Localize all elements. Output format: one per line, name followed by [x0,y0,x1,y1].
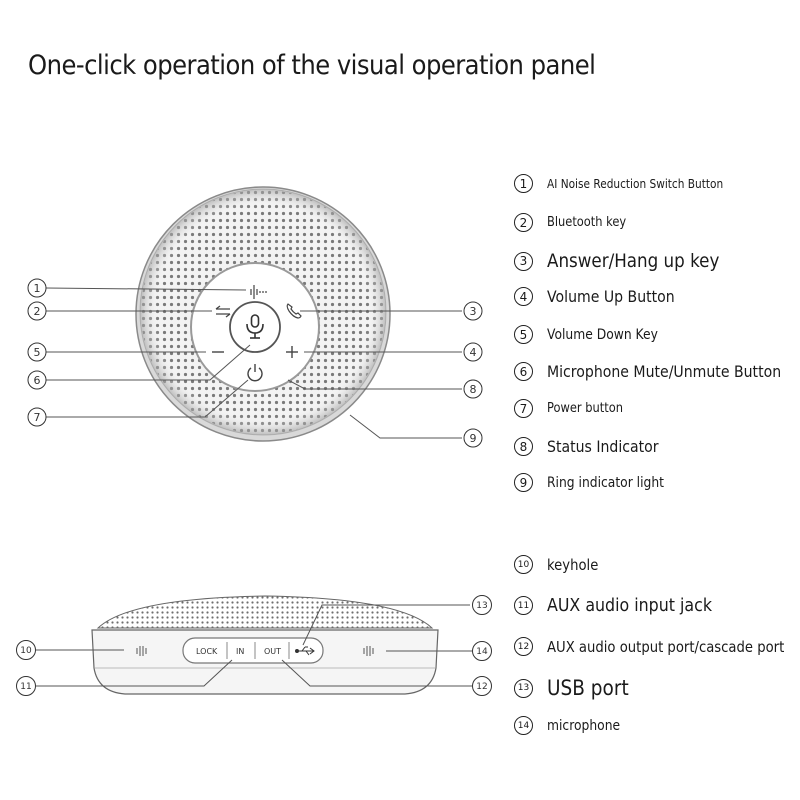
svg-text:9: 9 [470,432,477,445]
power-icon [247,364,263,382]
svg-text:5: 5 [34,346,41,359]
svg-text:7: 7 [34,411,41,424]
callout-14: 14 [472,641,492,661]
legend-item-8: 8 Status Indicator [514,437,674,456]
in-label: IN [236,647,244,656]
legend-badge: 11 [514,596,533,615]
legend-item-7: 7 Power button [514,399,633,418]
svg-text:12: 12 [476,682,487,692]
port-panel [182,637,324,664]
callout-6: 6 [27,370,47,390]
legend-badge: 3 [514,251,533,271]
callout-1: 1 [27,278,47,298]
legend-badge: 1 [514,174,533,193]
svg-text:6: 6 [34,374,41,387]
legend-item-13: 13 USB port [514,676,640,700]
callout-12: 12 [472,676,492,696]
page-title: One-click operation of the visual operat… [28,50,596,81]
bottom-leader-lines [36,604,472,687]
legend-badge: 13 [514,678,533,698]
legend-badge: 10 [514,555,533,574]
callout-10: 10 [16,640,36,660]
svg-text:11: 11 [20,682,31,692]
legend-badge: 5 [514,325,533,344]
microphone-icon [246,314,264,339]
legend-label: Volume Up Button [547,287,675,306]
svg-text:8: 8 [470,383,477,396]
out-label: OUT [264,647,281,656]
top-leader-lines [45,287,462,439]
svg-text:14: 14 [476,647,488,657]
legend-item-5: 5 Volume Down Key [514,325,673,344]
lock-label: LOCK [196,647,218,656]
legend-label: AUX audio output port/cascade port [547,637,785,656]
callout-4: 4 [463,342,483,362]
side-view: LOCK IN OUT [36,595,472,695]
legend-badge: 12 [514,637,533,656]
legend-badge: 14 [514,716,533,735]
legend-item-12: 12 AUX audio output port/cascade port [514,637,800,656]
legend-label: Status Indicator [547,437,659,456]
callout-9: 9 [463,428,483,448]
legend-label: Answer/Hang up key [547,250,720,272]
legend-badge: 6 [514,362,533,381]
svg-text:13: 13 [476,601,487,611]
legend-item-6: 6 Microphone Mute/Unmute Button [514,362,800,381]
legend-badge: 8 [514,437,533,456]
svg-text:10: 10 [20,646,32,656]
callout-2: 2 [27,301,47,321]
svg-text:2: 2 [34,305,41,318]
svg-text:3: 3 [470,305,477,318]
waveform-icon [250,285,267,299]
legend-label: keyhole [547,555,599,574]
legend-label: AI Noise Reduction Switch Button [547,176,724,191]
legend-badge: 9 [514,473,533,492]
legend-label: Volume Down Key [547,326,658,343]
legend-label: AUX audio input jack [547,595,713,616]
legend-item-11: 11 AUX audio input jack [514,595,735,616]
legend-item-3: 3 Answer/Hang up key [514,250,743,272]
legend-item-1: 1 AI Noise Reduction Switch Button [514,174,747,193]
plus-icon [286,346,298,358]
legend-item-9: 9 Ring indicator light [514,473,680,492]
legend-badge: 2 [514,213,533,232]
callout-11: 11 [16,676,36,696]
top-callouts: 1 2 3 5 4 6 8 7 9 [27,278,483,448]
callout-5: 5 [27,342,47,362]
usb-icon [295,646,315,656]
top-view [45,186,462,442]
microphone-hole-right-icon [363,646,374,656]
legend-item-2: 2 Bluetooth key [514,213,637,232]
side-grille [96,595,434,629]
legend-badge: 4 [514,287,533,306]
legend-label: microphone [547,717,621,734]
svg-text:1: 1 [34,282,41,295]
legend-label: Power button [547,401,623,416]
callout-7: 7 [27,407,47,427]
legend-item-4: 4 Volume Up Button [514,287,692,306]
bottom-callouts: 13 10 14 11 12 [16,595,492,696]
microphone-hole-left-icon [136,646,147,656]
callout-3: 3 [463,301,483,321]
legend-badge: 7 [514,399,533,418]
legend-item-10: 10 keyhole [514,555,605,574]
phone-icon [286,303,302,319]
bluetooth-icon [215,305,231,318]
callout-8: 8 [463,379,483,399]
legend-label: Microphone Mute/Unmute Button [547,362,782,381]
legend-label: Ring indicator light [547,474,664,491]
legend-item-14: 14 microphone [514,716,630,735]
legend-label: Bluetooth key [547,215,627,230]
svg-text:4: 4 [470,346,477,359]
legend-label: USB port [547,676,629,700]
callout-13: 13 [472,595,492,615]
